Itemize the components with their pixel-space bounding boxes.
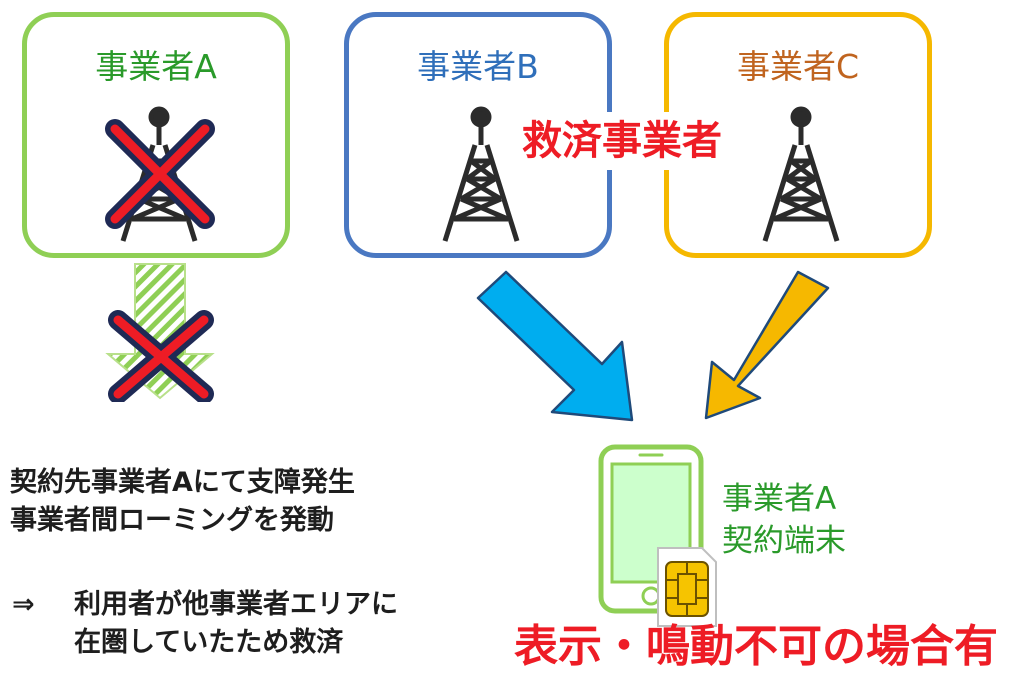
- carrier-a-box: 事業者A: [22, 12, 290, 258]
- sim-card-icon: [657, 547, 717, 627]
- device-label-line2: 契約端末: [722, 523, 846, 559]
- device-label: 事業者A 契約端末: [722, 478, 846, 562]
- incident-line2: 事業者間ローミングを発動: [10, 505, 334, 536]
- roaming-arrow-from-b: [476, 270, 634, 422]
- result-arrow-symbol: ⇒: [12, 589, 35, 620]
- cross-mark-icon: [105, 119, 215, 229]
- warning-text: 表示・鳴動不可の場合有: [514, 621, 998, 672]
- smartphone-icon: [598, 444, 704, 614]
- carrier-b-box: 事業者B: [344, 12, 612, 258]
- rescue-carrier-label: 救済事業者: [508, 112, 736, 170]
- result-note: ⇒ 利用者が他事業者エリアに 在圏していたため救済: [12, 586, 398, 662]
- device-label-line1: 事業者A: [722, 481, 837, 517]
- antenna-tower-icon: [762, 106, 840, 242]
- carrier-c-label: 事業者C: [736, 47, 860, 86]
- carrier-b-label: 事業者B: [417, 47, 539, 86]
- blocked-roaming-arrow: [105, 263, 215, 402]
- roaming-arrow-from-c: [704, 270, 830, 420]
- result-line2: 在圏していたため救済: [74, 627, 344, 658]
- incident-note: 契約先事業者Aにて支障発生 事業者間ローミングを発動: [10, 464, 355, 540]
- carrier-a-label: 事業者A: [95, 47, 217, 86]
- antenna-tower-icon: [442, 106, 520, 242]
- incident-line1: 契約先事業者Aにて支障発生: [10, 467, 355, 498]
- result-line1: 利用者が他事業者エリアに: [74, 589, 398, 620]
